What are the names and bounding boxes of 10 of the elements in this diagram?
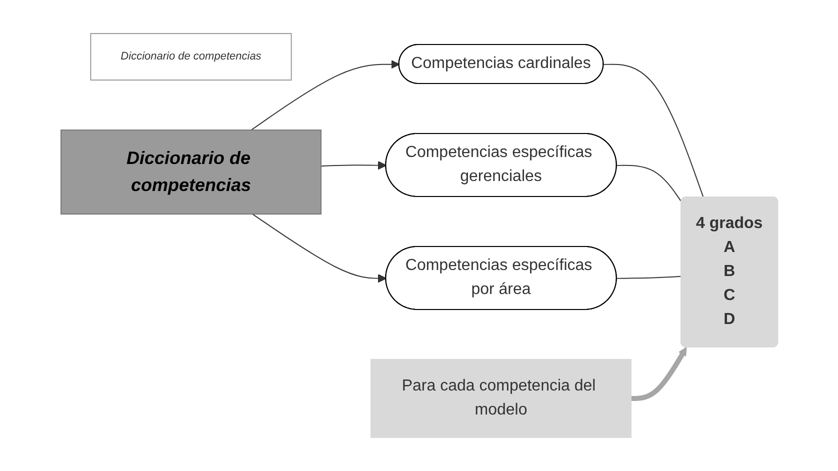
arrow bbox=[252, 214, 386, 283]
connector bbox=[616, 164, 682, 202]
arrow bbox=[320, 160, 386, 170]
node-box: Diccionario de competencias bbox=[90, 33, 292, 81]
node-box: Para cada competencia del modelo bbox=[370, 358, 632, 438]
connector bbox=[616, 276, 682, 279]
node-box: Diccionario de competencias bbox=[60, 130, 322, 215]
connector bbox=[602, 64, 704, 198]
arrow bbox=[630, 347, 686, 401]
arrow bbox=[250, 60, 400, 131]
